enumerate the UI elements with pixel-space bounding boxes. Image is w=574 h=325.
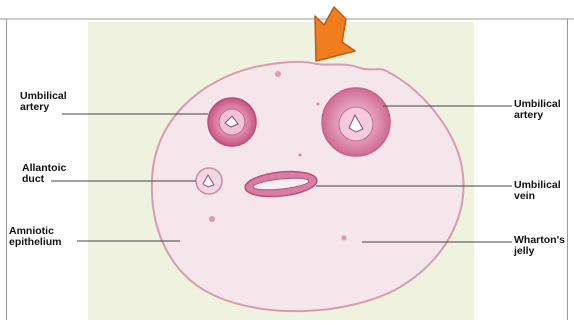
label-allantoic-duct: Allantoic duct — [22, 163, 66, 185]
umbilical-artery-left-vessel — [208, 98, 256, 146]
allantoic-duct-structure — [196, 168, 222, 194]
label-amniotic-epithelium: Amniotic epithelium — [9, 226, 62, 248]
stromal-cell — [299, 154, 302, 157]
umbilical-artery-right-vessel — [322, 88, 390, 156]
label-whartons-jelly: Wharton's jelly — [514, 235, 565, 257]
label-umbilical-artery-right: Umbilical artery — [514, 99, 561, 121]
stromal-cell — [342, 236, 347, 241]
label-umbilical-artery-left: Umbilical artery — [20, 91, 67, 113]
stromal-cell — [209, 216, 215, 222]
stromal-cell — [317, 103, 320, 106]
stromal-cell — [275, 71, 281, 77]
label-umbilical-vein: Umbilical vein — [514, 180, 561, 202]
